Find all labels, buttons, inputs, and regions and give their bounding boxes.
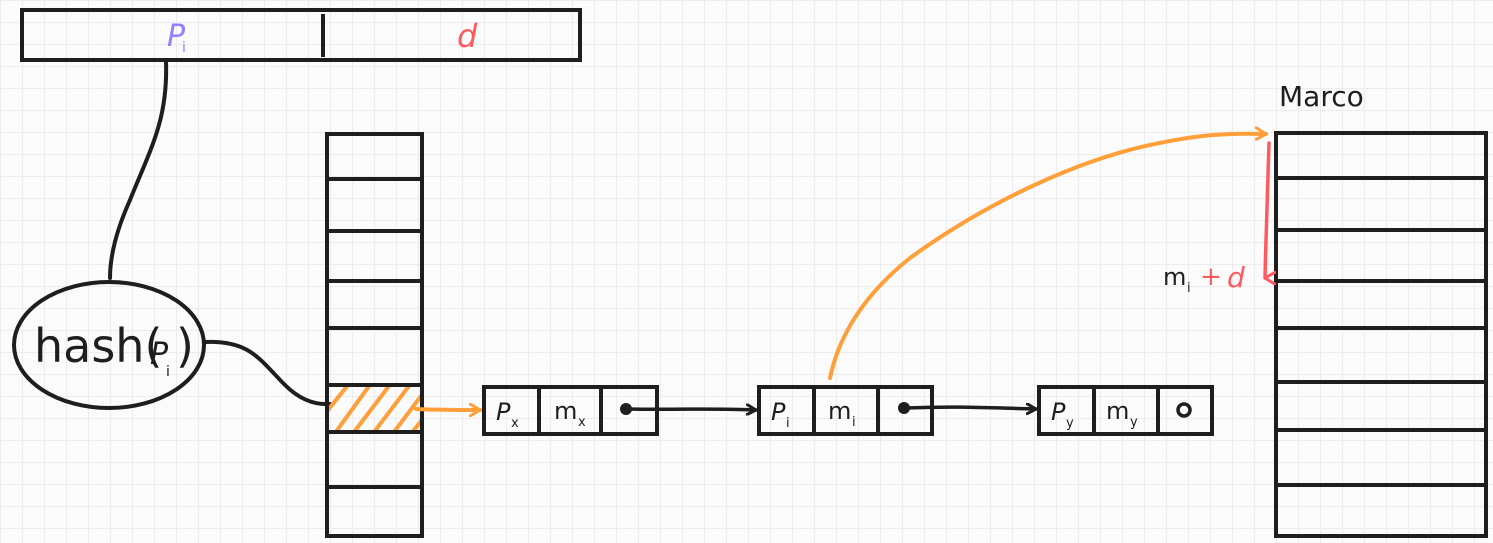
physical-offset: d: [1227, 261, 1245, 294]
physical-frame: m: [1163, 263, 1186, 291]
hash-arg-sub: i: [166, 364, 170, 380]
page-number-sub: i: [182, 40, 186, 56]
node-frame-label: m: [828, 397, 851, 425]
plus-sign: +: [1200, 262, 1222, 292]
chain-node-1: P x m x: [482, 385, 659, 436]
memory-frame: [1274, 131, 1488, 538]
node-page-sub: x: [511, 416, 519, 431]
hash-ellipse: [12, 280, 206, 410]
node-frame-sub: i: [852, 415, 856, 430]
address-box: [20, 8, 582, 62]
next-pointer-dot: [620, 403, 632, 415]
chain-node-2: P i m i: [757, 385, 934, 436]
node-page-sub: i: [786, 416, 790, 431]
null-pointer-icon: [1176, 402, 1192, 418]
bucket-to-chain-arrow: [414, 409, 482, 410]
frame-to-memory-arrow: [828, 134, 1268, 380]
offset-arrow: [1263, 141, 1269, 278]
hash-to-table-line: [203, 339, 332, 407]
node-frame-label: m: [554, 397, 577, 425]
node-frame-sub: x: [578, 415, 586, 430]
chain-node-3: P y m y: [1037, 385, 1214, 436]
physical-memory: Marco: [1274, 80, 1488, 538]
offset-label: d: [457, 17, 478, 55]
node-page: P: [496, 398, 511, 426]
physical-frame-sub: i: [1187, 281, 1191, 296]
address-to-hash-line: [108, 60, 169, 280]
node-frame-label: m: [1106, 397, 1129, 425]
physical-address-label: m i + d: [1163, 261, 1245, 296]
node-frame-sub: y: [1130, 415, 1138, 430]
hash-arg: P: [150, 337, 169, 372]
node-page: P: [771, 398, 786, 426]
node-page-sub: y: [1066, 416, 1074, 431]
memory-title: Marco: [1279, 80, 1364, 113]
hash-close: ): [176, 319, 194, 373]
page-number-label: P: [167, 19, 186, 54]
hash-table-frame: [325, 132, 424, 538]
logical-address: P i d: [20, 8, 582, 62]
hash-name: hash(: [34, 319, 162, 373]
next-arrow-1: [626, 409, 758, 410]
node-frame: [757, 385, 934, 436]
node-frame: [1037, 385, 1214, 436]
next-pointer-dot: [898, 402, 910, 414]
node-page: P: [1051, 398, 1066, 426]
hash-function: hash( P i ): [12, 280, 206, 410]
next-arrow-2: [904, 407, 1038, 409]
hash-table: [325, 132, 424, 538]
